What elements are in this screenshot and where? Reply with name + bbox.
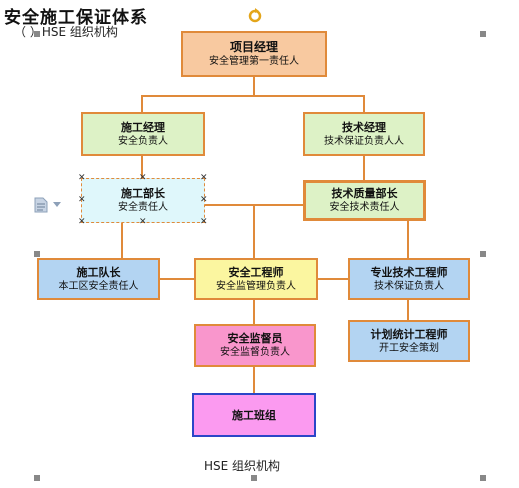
box-title: 施工经理 [121,120,165,134]
resize-handle-icon[interactable] [480,31,486,37]
box-title: 技术质量部长 [331,187,398,200]
connector-line [318,278,348,280]
box-construction-crew[interactable]: 施工班组 [192,393,316,437]
connector-line [253,300,255,324]
connector-line [121,223,123,258]
resize-handle-icon[interactable] [34,251,40,257]
resize-handle-icon[interactable] [34,31,40,37]
connector-line [407,300,409,320]
selection-handle-icon[interactable]: ✕ [139,217,147,227]
selection-handle-icon[interactable]: ✕ [78,217,86,227]
connector-line [363,95,365,112]
resize-handle-icon[interactable] [34,475,40,481]
selection-handle-icon[interactable]: ✕ [200,195,208,205]
box-title: 安全工程师 [228,265,284,279]
box-title: 施工队长 [76,265,121,279]
box-subtitle: 开工安全策划 [379,342,439,354]
resize-handle-icon[interactable] [480,251,486,257]
connector-line [253,204,255,258]
box-subtitle: 安全管理第一责任人 [209,55,299,67]
connector-line [363,156,365,181]
diagram-subtitle: （ ）HSE 组织机构 [14,25,118,39]
box-title: 施工部长 [121,187,165,200]
connector-line [141,95,143,112]
chevron-down-icon[interactable] [53,202,61,208]
box-title: 技术经理 [342,120,386,134]
box-construction-head[interactable]: 施工部长 安全责任人 [81,178,205,223]
box-subtitle: 安全责任人 [118,202,168,213]
box-specialist-engineer[interactable]: 专业技术工程师 技术保证负责人 [348,258,470,300]
selection-handle-icon[interactable]: ✕ [78,173,86,183]
connector-line [253,76,255,96]
connector-line [141,156,143,178]
resize-handle-icon[interactable] [480,475,486,481]
box-subtitle: 技术保证负责人人 [324,135,404,147]
diagram-title: 安全施工保证体系 [4,8,148,28]
box-subtitle: 安全监督负责人 [220,347,290,358]
resize-handle-icon[interactable] [251,475,257,481]
box-title: 专业技术工程师 [370,265,448,279]
box-tech-quality-head[interactable]: 技术质量部长 安全技术责任人 [303,180,426,221]
box-safety-supervisor[interactable]: 安全监督员 安全监督负责人 [194,324,316,367]
document-icon[interactable] [34,197,48,213]
box-construction-manager[interactable]: 施工经理 安全负责人 [81,112,205,156]
diagram-caption: HSE 组织机构 [204,459,281,473]
selection-handle-icon[interactable]: ✕ [78,195,86,205]
box-technical-manager[interactable]: 技术经理 技术保证负责人人 [303,112,425,156]
connector-line [160,278,194,280]
box-title: 安全监督员 [227,332,283,345]
selection-handle-icon[interactable]: ✕ [139,173,147,183]
box-title: 项目经理 [229,39,278,54]
box-subtitle: 本工区安全责任人 [58,280,139,292]
box-title: 计划统计工程师 [370,327,448,341]
rotate-handle-icon[interactable] [247,6,263,24]
box-project-manager[interactable]: 项目经理 安全管理第一责任人 [181,31,327,77]
selection-handle-icon[interactable]: ✕ [200,217,208,227]
box-subtitle: 安全监管理负责人 [216,280,296,292]
box-title: 施工班组 [232,408,276,422]
box-team-leader[interactable]: 施工队长 本工区安全责任人 [37,258,160,300]
box-subtitle: 安全技术责任人 [329,202,400,213]
box-safety-engineer[interactable]: 安全工程师 安全监管理负责人 [194,258,318,300]
connector-line [141,95,365,97]
selection-handle-icon[interactable]: ✕ [200,173,208,183]
box-planning-engineer[interactable]: 计划统计工程师 开工安全策划 [348,320,470,362]
connector-line [407,221,409,258]
box-subtitle: 技术保证负责人 [374,280,444,292]
connector-line [253,367,255,393]
box-subtitle: 安全负责人 [118,135,168,147]
